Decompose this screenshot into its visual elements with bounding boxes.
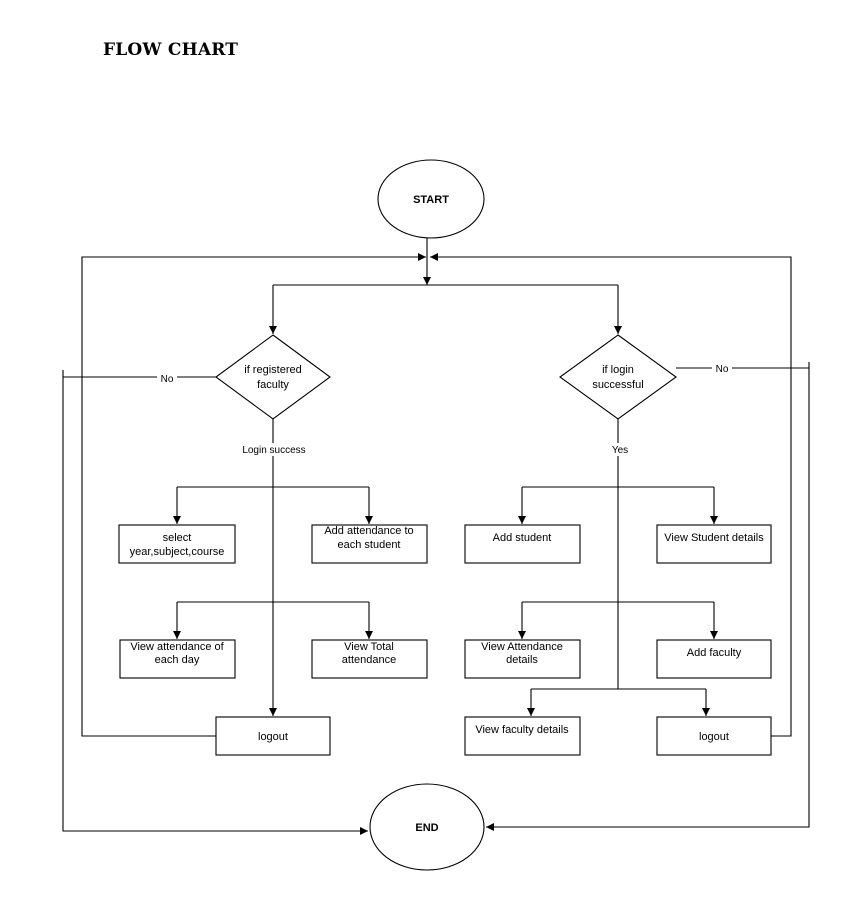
admin-logout-label: logout [699,731,729,743]
box-view-faculty-details [464,716,581,756]
box-select-year-subject-course [118,524,236,564]
decision-login-line2: successful [592,379,643,391]
box-add-attendance [311,524,428,564]
box-view-total-attendance [311,639,428,679]
view-daily-line1: View attendance of [130,641,224,653]
decision-registered-faculty [215,334,331,420]
edge-label-faculty-yes: Login success [242,445,305,456]
select-line2: year,subject,course [130,546,225,558]
box-add-student [464,524,581,564]
add-student-label: Add student [493,532,552,544]
view-attendance-line1: View Attendance [481,641,563,653]
view-total-line1: View Total [344,641,394,653]
edge-faculty-logout-loop [81,253,426,737]
decision-faculty-line2: faculty [257,379,289,391]
edge-admin-logout-loop [430,253,792,737]
decision-faculty-line1: if registered [244,364,301,376]
decision-login-successful [559,334,677,420]
view-faculty-label: View faculty details [475,724,569,736]
select-line1: select [163,532,192,544]
start-node [377,159,485,239]
end-label: END [415,822,438,834]
end-node [369,783,485,871]
view-daily-line2: each day [155,654,200,666]
edge-label-login-yes: Yes [612,445,628,456]
add-faculty-label: Add faculty [687,647,742,659]
faculty-logout-label: logout [258,731,288,743]
decision-login-line1: if login [602,364,634,376]
edge-faculty-no [62,376,368,835]
view-attendance-line2: details [506,654,538,666]
box-view-attendance-each-day [119,639,236,679]
edge-label-faculty-no: No [161,374,174,385]
start-label: START [413,194,449,206]
page-title: FLOW CHART [103,40,239,60]
add-attendance-line2: each student [338,539,401,551]
box-view-student-details [656,524,772,564]
view-student-label: View Student details [664,532,764,544]
box-view-attendance-details [464,639,581,679]
add-attendance-line1: Add attendance to [324,525,413,537]
view-total-line2: attendance [342,654,396,666]
box-add-faculty [656,639,772,679]
edge-label-login-no: No [716,364,729,375]
edge-login-no [486,367,810,831]
